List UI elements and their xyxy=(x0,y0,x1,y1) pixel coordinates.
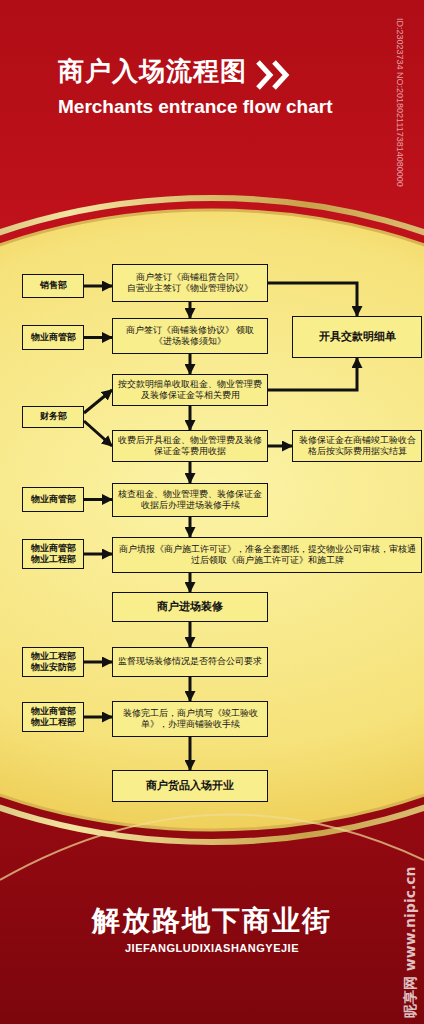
gold-rim xyxy=(0,198,424,842)
flow-arrow xyxy=(84,716,112,719)
chart-title: 商户入场流程图 xyxy=(58,54,247,89)
box-text: 监督现场装修情况是否符合公司要求 xyxy=(118,656,262,667)
flow-arrow xyxy=(189,302,192,318)
flow-arrow xyxy=(189,462,192,483)
flow-arrow xyxy=(84,336,112,339)
watermark: 昵享网 www.nipic.cn xyxy=(402,866,420,1018)
department-box: 销售部 xyxy=(22,274,84,298)
milestone-box: 商户进场装修 xyxy=(112,592,268,622)
flow-arrow xyxy=(84,498,112,501)
box-text: 装修完工后，商户填写《竣工验收单》，办理商铺验收手续 xyxy=(117,708,263,731)
process-box: 商户填报《商户施工许可证》，准备全套图纸，提交物业公司审核，审核通过后领取《商户… xyxy=(112,537,422,573)
watermark: ID:23023734 NO:20180211173814080000 xyxy=(395,18,405,187)
subtitle: Merchants entrance flow chart xyxy=(58,96,333,118)
box-text: 核查租金、物业管理费、装修保证金收据后办理进场装修手续 xyxy=(117,489,263,512)
flow-arrow xyxy=(268,445,292,448)
flow-arrow xyxy=(189,677,192,701)
result-box: 开具交款明细单 xyxy=(292,316,422,358)
flow-arrow xyxy=(84,553,112,556)
department-box: 物业商管部 物业工程部 xyxy=(22,539,84,569)
footer-name: 解放路地下商业街 xyxy=(0,902,424,940)
flow-arrow xyxy=(189,737,192,770)
process-box: 收费后开具租金、物业管理费及装修保证金等费用收据 xyxy=(112,430,268,462)
flow-arrow xyxy=(84,390,112,413)
chevron-symbol xyxy=(258,62,286,88)
flow-arrow xyxy=(84,421,112,446)
box-text: 商户签订《商铺租赁合同》 自营业主签订《物业管理协议》 xyxy=(117,272,263,295)
box-text: 商户货品入场开业 xyxy=(146,779,234,794)
department-box: 物业商管部 xyxy=(22,487,84,512)
flow-arrow xyxy=(268,358,357,390)
box-text: 物业商管部 物业工程部 xyxy=(27,543,79,566)
flow-arrow xyxy=(189,517,192,537)
flow-arrow xyxy=(189,573,192,592)
milestone-box: 商户货品入场开业 xyxy=(112,770,268,802)
flow-arrow xyxy=(189,406,192,430)
box-text: 收费后开具租金、物业管理费及装修保证金等费用收据 xyxy=(117,435,263,458)
box-text: 按交款明细单收取租金、物业管理费及装修保证金等相关费用 xyxy=(117,379,263,402)
gold-swoosh xyxy=(0,815,424,880)
box-text: 商户填报《商户施工许可证》，准备全套图纸，提交物业公司审核，审核通过后领取《商户… xyxy=(117,544,417,567)
panel xyxy=(0,210,424,830)
process-box: 监督现场装修情况是否符合公司要求 xyxy=(112,647,268,677)
flow-arrow xyxy=(189,622,192,647)
box-text: 销售部 xyxy=(40,280,67,291)
box-text: 商户签订《商铺装修协议》 领取《进场装修须知》 xyxy=(117,325,263,348)
flow-arrow xyxy=(189,354,192,374)
box-text: 物业商管部 物业工程部 xyxy=(27,706,79,729)
department-box: 物业商管部 物业工程部 xyxy=(22,702,84,732)
process-box: 按交款明细单收取租金、物业管理费及装修保证金等相关费用 xyxy=(112,374,268,406)
department-box: 财务部 xyxy=(22,406,84,428)
footer-pinyin: JIEFANGLUDIXIASHANGYEJIE xyxy=(0,942,424,954)
flow-arrow xyxy=(84,661,112,664)
process-box: 核查租金、物业管理费、装修保证金收据后办理进场装修手续 xyxy=(112,483,268,517)
box-text: 财务部 xyxy=(40,411,67,422)
note-box: 装修保证金在商铺竣工验收合格后按实际费用据实结算 xyxy=(292,430,422,462)
process-box: 商户签订《商铺装修协议》 领取《进场装修须知》 xyxy=(112,318,268,354)
box-text: 物业商管部 xyxy=(31,332,76,343)
box-text: 物业商管部 xyxy=(31,494,76,505)
process-box: 商户签订《商铺租赁合同》 自营业主签订《物业管理协议》 xyxy=(112,264,268,302)
flow-arrow xyxy=(84,285,112,288)
process-box: 装修完工后，商户填写《竣工验收单》，办理商铺验收手续 xyxy=(112,701,268,737)
department-box: 物业工程部 物业安防部 xyxy=(22,647,84,677)
flow-arrow xyxy=(268,283,357,316)
box-text: 商户进场装修 xyxy=(157,600,223,615)
box-text: 物业工程部 物业安防部 xyxy=(27,651,79,674)
box-text: 装修保证金在商铺竣工验收合格后按实际费用据实结算 xyxy=(297,435,417,458)
box-text: 开具交款明细单 xyxy=(319,330,396,345)
department-box: 物业商管部 xyxy=(22,325,84,350)
